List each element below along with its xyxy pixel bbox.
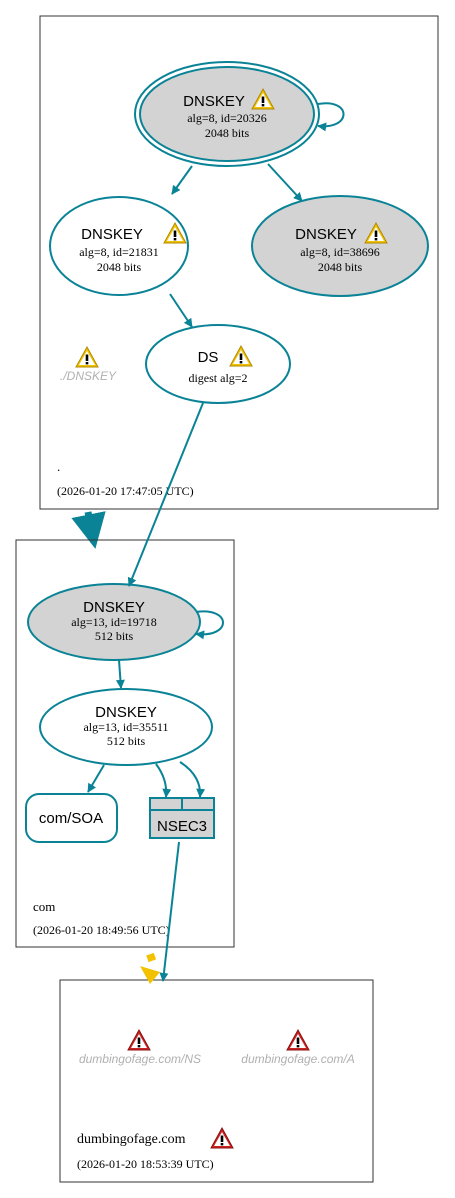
edge-com-ksk-self [195, 610, 224, 640]
com-ksk-params: alg=13, id=19718 [71, 615, 157, 629]
root-ksk2-title: DNSKEY [295, 226, 357, 243]
com-nsec3-label: NSEC3 [157, 818, 207, 835]
root-ds-node[interactable]: DS digest alg=2 [145, 324, 291, 404]
root-ds-title: DS [198, 349, 219, 366]
com-ksk-title: DNSKEY [83, 599, 145, 616]
zone-dumbingofage-name: dumbingofage.com [77, 1132, 186, 1147]
com-nsec3-node[interactable]: NSEC3 [149, 797, 215, 839]
zone-com-name: com [33, 899, 55, 914]
rrset-ns-label: dumbingofage.com/NS [79, 1052, 201, 1066]
com-zsk-title: DNSKEY [95, 704, 157, 721]
root-ksk-params: alg=8, id=20326 [187, 111, 267, 125]
root-zsk-params: alg=8, id=21831 [79, 245, 159, 259]
root-ksk2-node[interactable]: DNSKEY alg=8, id=38696 2048 bits [251, 195, 429, 297]
zone-com-box [15, 539, 235, 948]
edge-nsec3-to-dumbingofage [159, 841, 180, 982]
root-ksk-title: DNSKEY [183, 93, 245, 110]
root-zsk-title: DNSKEY [81, 226, 143, 243]
com-ksk-node[interactable]: DNSKEY alg=13, id=19718 512 bits [27, 583, 201, 661]
zone-dumbingofage-box [59, 979, 374, 1183]
root-ksk2-size: 2048 bits [318, 260, 363, 274]
root-ksk2-params: alg=8, id=38696 [300, 245, 380, 259]
missing-dnskey-label: ./DNSKEY [60, 369, 117, 383]
edge-com-ksk-to-zsk [115, 659, 125, 689]
edge-com-zsk-to-nsec3-b [179, 761, 206, 798]
com-soa-node[interactable]: com/SOA [25, 793, 118, 843]
edge-com-zsk-to-soa [87, 764, 105, 793]
edge-zsk-to-ds [169, 293, 193, 328]
root-zsk-size: 2048 bits [97, 260, 142, 274]
root-zsk-node[interactable]: DNSKEY alg=8, id=21831 2048 bits [49, 196, 189, 296]
edge-ksk-to-zsk [171, 165, 193, 195]
edge-delegation-root-com [71, 511, 106, 549]
zone-dumbingofage: dumbingofage.com/NS dumbingofage.com/A d… [59, 979, 374, 1183]
root-ksk-size: 2048 bits [205, 126, 250, 140]
edge-com-zsk-to-nsec3-a [155, 763, 172, 798]
zone-root-name: . [57, 459, 60, 474]
edge-ds-to-com-ksk [127, 402, 204, 587]
zone-com: com (2026-01-20 18:49:56 UTC) DNSKEY alg… [15, 539, 235, 948]
insecure-delegation-marker [140, 952, 160, 984]
zone-com-timestamp: (2026-01-20 18:49:56 UTC) [33, 923, 170, 937]
root-ds-digest: digest alg=2 [188, 371, 247, 385]
zone-root-timestamp: (2026-01-20 17:47:05 UTC) [57, 484, 194, 498]
edge-root-ksk-self [317, 102, 345, 132]
com-ksk-size: 512 bits [95, 629, 134, 643]
edge-ksk-to-ksk2 [267, 163, 303, 202]
zone-root: . (2026-01-20 17:47:05 UTC) ./DNSKEY DNS… [39, 15, 439, 510]
com-zsk-params: alg=13, id=35511 [83, 720, 168, 734]
com-zsk-node[interactable]: DNSKEY alg=13, id=35511 512 bits [39, 688, 213, 766]
zone-dumbingofage-timestamp: (2026-01-20 18:53:39 UTC) [77, 1157, 214, 1171]
com-zsk-size: 512 bits [107, 734, 146, 748]
rrset-a-label: dumbingofage.com/A [241, 1052, 354, 1066]
com-soa-label: com/SOA [39, 810, 103, 827]
root-ksk-node[interactable]: DNSKEY alg=8, id=20326 2048 bits [134, 61, 320, 167]
